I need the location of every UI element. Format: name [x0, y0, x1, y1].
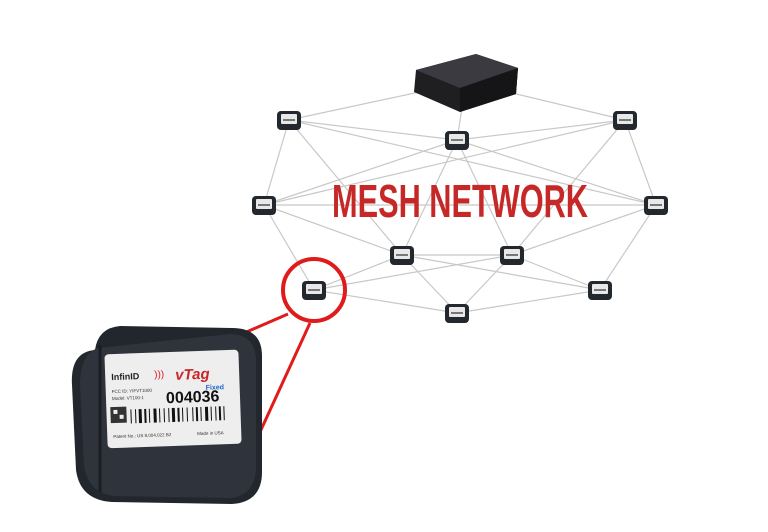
mesh-link: [401, 254, 601, 291]
fcc-text: FCC ID: YIFVT1000: [112, 388, 153, 394]
links-layer: [263, 81, 657, 314]
mesh-link: [263, 204, 315, 291]
signal-icon: ))): [154, 369, 164, 380]
mesh-link: [288, 119, 458, 141]
mesh-link: [263, 119, 626, 206]
mesh-link: [313, 254, 403, 291]
patent-text: Patent No.: US 8,004,022 B2: [113, 432, 172, 439]
mesh-node: [277, 111, 301, 130]
mesh-node: [252, 196, 276, 215]
mesh-link: [456, 139, 657, 206]
mesh-node: [644, 196, 668, 215]
brand-text: InfinID: [111, 371, 140, 382]
mesh-node: [302, 281, 326, 300]
mesh-link: [456, 119, 626, 141]
vtag-device: InfinID ))) vTag Fixed FCC ID: YIFVT1000…: [71, 326, 262, 504]
mesh-link: [288, 119, 403, 256]
datamatrix-code: [110, 406, 127, 424]
mesh-link: [624, 119, 657, 206]
mesh-link: [456, 139, 513, 256]
mesh-link: [599, 204, 657, 291]
mesh-link: [511, 254, 601, 291]
diagram-title: MESH NETWORK: [332, 175, 588, 227]
device-label: InfinID ))) vTag Fixed FCC ID: YIFVT1000…: [104, 349, 242, 449]
product-text: vTag: [175, 366, 210, 384]
nodes-layer: [252, 111, 668, 323]
variant-text: Fixed: [206, 384, 225, 392]
made-in-text: Made in USA: [197, 430, 224, 436]
mesh-link: [511, 204, 657, 256]
mesh-link: [401, 139, 458, 256]
mesh-link: [313, 254, 513, 291]
mesh-node: [390, 246, 414, 265]
mesh-link: [313, 289, 458, 314]
barcode: [130, 406, 225, 424]
mesh-link: [288, 119, 657, 206]
mesh-link: [263, 204, 403, 256]
highlight-circle: [281, 257, 347, 323]
gateway-reader: [414, 54, 518, 112]
mesh-node: [445, 304, 469, 323]
mesh-link: [456, 289, 601, 314]
serial-text: 004036: [166, 388, 220, 407]
mesh-link: [511, 119, 626, 256]
mesh-link: [263, 119, 290, 206]
mesh-node: [500, 246, 524, 265]
mesh-node: [445, 131, 469, 150]
mesh-node: [613, 111, 637, 130]
mesh-node: [588, 281, 612, 300]
mesh-link: [263, 139, 458, 206]
model-text: Model: VT100-1: [112, 395, 145, 401]
